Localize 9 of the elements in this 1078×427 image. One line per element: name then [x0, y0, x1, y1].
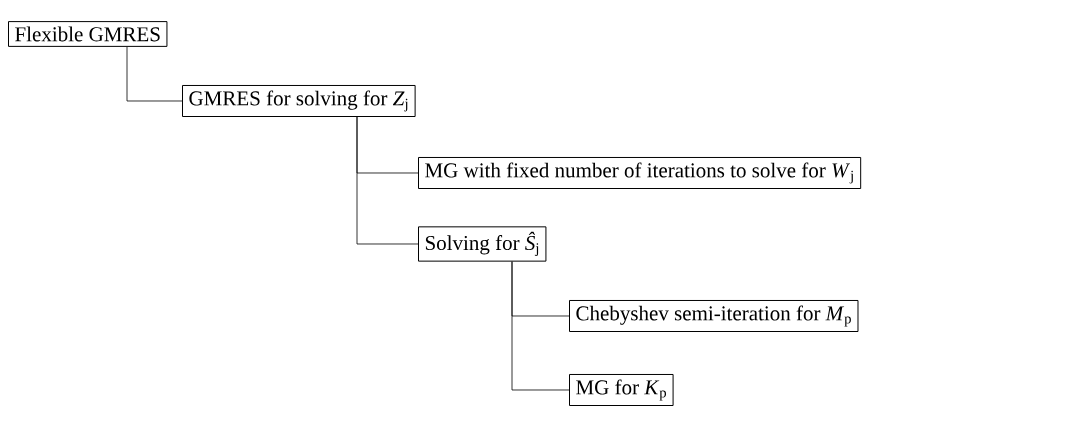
process-box: Solving for Ŝ$_{j}$ [418, 226, 547, 262]
connector-line [356, 116, 419, 245]
connector-line [511, 261, 570, 391]
connector-line [126, 46, 183, 102]
process-box: Flexible GMRES [8, 21, 168, 47]
process-box: GMRES for solving for Z$_{j}$ [182, 85, 416, 117]
process-box: Chebyshev semi-iteration for M$_{p}$ [569, 300, 859, 332]
process-box: MG with fixed number of iterations to solve for W$_{j}$ [418, 157, 862, 189]
process-box: MG for K$_{p}$ [569, 374, 674, 406]
